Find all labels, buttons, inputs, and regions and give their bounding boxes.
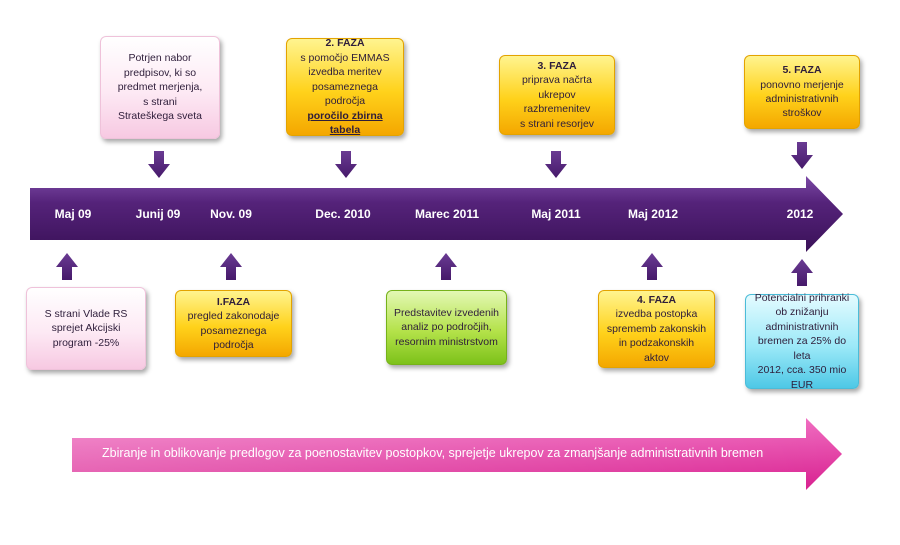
box-title: 3. FAZA: [537, 59, 577, 72]
up-arrow-maj-2012: [641, 253, 663, 280]
box-line: resornim ministrstvom: [395, 335, 498, 348]
up-arrow-maj-09: [56, 253, 78, 280]
down-arrow-dec-2010: [335, 151, 357, 178]
box-line: administrativnih: [765, 320, 839, 333]
box-line: priprava načrta: [521, 74, 593, 87]
box-line: S strani Vlade RS: [44, 307, 128, 320]
box-line: program -25%: [52, 336, 120, 349]
milestone-box-strateski-svet: Potrjen nabor predpisov, ki so predmet m…: [100, 36, 220, 139]
phase-box-4-faza: 4. FAZA izvedba postopka sprememb zakons…: [598, 290, 715, 368]
milestone-box-predstavitev: Predstavitev izvedenih analiz po področj…: [386, 290, 507, 365]
box-line: bremen za 25% do leta: [757, 335, 847, 362]
date-label: Maj 09: [54, 207, 92, 221]
box-line: stroškov: [782, 107, 822, 120]
date-label: Dec. 2010: [315, 207, 371, 221]
box-line: pregled zakonodaje: [187, 310, 280, 323]
down-arrow-maj-2011: [545, 151, 567, 178]
box-line: Strateškega sveta: [117, 110, 203, 123]
result-box-prihranki: Potencialni prihranki ob znižanju admini…: [745, 291, 859, 391]
box-line: sprejet Akcijski: [51, 322, 121, 335]
box-line: izvedba meritev: [308, 66, 382, 79]
box-line: administrativnih: [765, 93, 839, 105]
timeline-arrow: [30, 176, 843, 252]
box-line: s strani resorjev: [519, 117, 595, 130]
up-arrow-nov-09: [220, 253, 242, 280]
down-arrow-2012: [791, 142, 813, 169]
box-line: ukrepov razbremenitev: [523, 88, 591, 116]
box-line: Potencialni prihranki: [754, 291, 850, 304]
phase-box-1-faza: I.FAZA pregled zakonodaje posameznega po…: [175, 290, 292, 357]
box-title: 4. FAZA: [636, 293, 677, 306]
process-arrow-label: Zbiranje in oblikovanje predlogov za poe…: [102, 446, 764, 460]
box-line: posameznega področja: [312, 80, 378, 108]
box-line: sprememb zakonskih: [606, 322, 707, 335]
box-line: in podzakonskih aktov: [618, 337, 695, 364]
box-emphasis: poročilo zbirna tabela: [307, 109, 383, 137]
down-arrow-junij: [148, 151, 170, 178]
box-line: izvedba postopka: [615, 308, 698, 321]
box-line: s strani: [143, 95, 177, 108]
box-line: Predstavitev izvedenih: [393, 306, 500, 319]
up-arrow-2012: [791, 259, 813, 286]
date-label: Junij 09: [135, 207, 181, 221]
box-line: Potrjen nabor: [128, 52, 192, 65]
box-line: s pomočjo EMMAS: [300, 51, 390, 64]
box-line: ponovno merjenje: [760, 78, 844, 91]
box-line: 2012, cca. 350 mio EUR: [757, 364, 847, 391]
date-label: Maj 2011: [531, 207, 581, 221]
date-label: 2012: [786, 207, 814, 221]
box-line: predpisov, ki so: [123, 66, 197, 79]
box-line: posameznega področja: [200, 324, 267, 351]
box-line: predmet merjenja,: [117, 81, 203, 94]
up-arrow-marec-2011: [435, 253, 457, 280]
date-label: Maj 2012: [627, 207, 679, 221]
box-title: I.FAZA: [216, 295, 251, 308]
phase-box-5-faza: 5. FAZA ponovno merjenje administrativni…: [744, 55, 860, 129]
box-line: analiz po področjih,: [401, 321, 492, 334]
phase-box-3-faza: 3. FAZA priprava načrta ukrepov razbreme…: [499, 55, 615, 135]
date-label: Marec 2011: [414, 207, 480, 221]
box-title: 2. FAZA: [325, 37, 365, 50]
milestone-box-akcijski-program: S strani Vlade RS sprejet Akcijski progr…: [26, 287, 146, 370]
box-line: ob znižanju: [775, 306, 829, 319]
date-label: Nov. 09: [210, 207, 252, 221]
phase-box-2-faza: 2. FAZA s pomočjo EMMAS izvedba meritev …: [286, 37, 404, 137]
box-title: 5. FAZA: [782, 64, 822, 77]
